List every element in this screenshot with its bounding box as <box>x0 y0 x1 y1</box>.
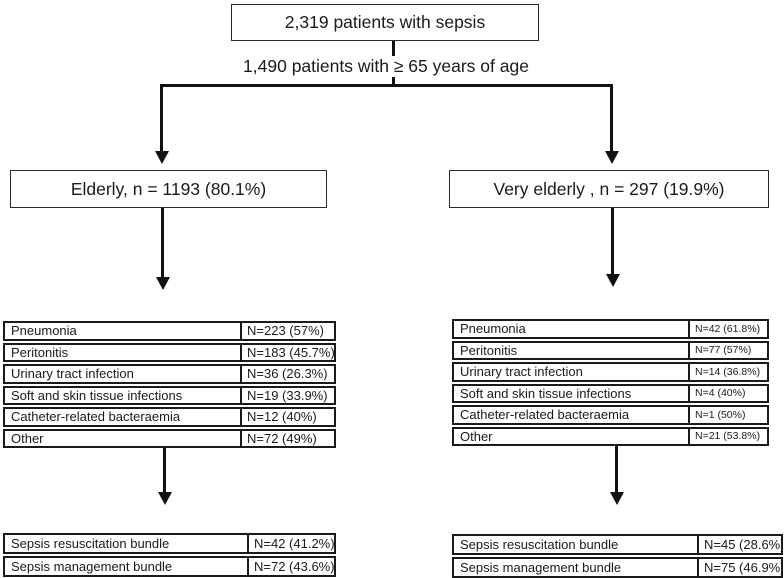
bundle-table-very-elderly: Sepsis resuscitation bundle N=45 (28.6%)… <box>452 534 783 578</box>
branch-box-very-elderly: Very elderly , n = 297 (19.9%) <box>449 170 769 208</box>
arrow-down-icon <box>155 277 170 290</box>
arrow-elderly-to-bundles-shaft <box>163 439 166 493</box>
row-label: Peritonitis <box>460 342 518 358</box>
row-value: N=12 (40%) <box>240 409 334 425</box>
row-value: N=72 (49%) <box>240 430 334 446</box>
table-row: Catheter-related bacteraemia N=12 (40%) <box>3 407 336 427</box>
branch-elderly-label: Elderly, n = 1193 (80.1%) <box>70 178 267 199</box>
row-label: Pneumonia <box>11 323 77 339</box>
connector-left-drop <box>160 84 163 152</box>
row-value: N=223 (57%) <box>240 323 334 339</box>
bundle-table-elderly: Sepsis resuscitation bundle N=42 (41.2%)… <box>3 533 336 578</box>
branch-box-elderly: Elderly, n = 1193 (80.1%) <box>10 170 327 208</box>
table-row: Sepsis resuscitation bundle N=45 (28.6%) <box>452 534 783 555</box>
branch-very-elderly-label: Very elderly , n = 297 (19.9%) <box>493 178 725 199</box>
row-label: Other <box>11 430 44 446</box>
row-label: Sepsis management bundle <box>11 559 173 574</box>
arrow-down-icon <box>609 492 624 505</box>
row-value: N=36 (26.3%) <box>240 366 334 382</box>
connector-branch-bar <box>160 84 613 87</box>
row-label: Catheter-related bacteraemia <box>460 407 630 423</box>
row-value: N=183 (45.7%) <box>240 344 334 360</box>
row-value: N=42 (61.8%) <box>688 321 767 337</box>
table-row: Urinary tract infection N=36 (26.3%) <box>3 364 336 384</box>
row-label: Sepsis resuscitation bundle <box>11 536 170 551</box>
row-label: Soft and skin tissue infections <box>460 385 632 401</box>
table-row: Pneumonia N=42 (61.8%) <box>452 319 769 339</box>
arrow-down-icon <box>604 151 619 164</box>
age-filter-label: 1,490 patients with ≥ 65 years of age <box>240 56 532 77</box>
table-row: Peritonitis N=77 (57%) <box>452 340 769 360</box>
row-label: Peritonitis <box>11 344 69 360</box>
table-row: Sepsis resuscitation bundle N=42 (41.2%) <box>3 533 336 554</box>
row-label: Other <box>460 428 493 444</box>
infection-table-very-elderly: Pneumonia N=42 (61.8%) Peritonitis N=77 … <box>452 319 769 448</box>
row-value: N=21 (53.8%) <box>688 428 767 444</box>
row-value: N=77 (57%) <box>688 342 767 358</box>
table-row: Sepsis management bundle N=72 (43.6%) <box>3 556 336 577</box>
table-row: Sepsis management bundle N=75 (46.9%) <box>452 557 783 578</box>
table-row: Other N=72 (49%) <box>3 428 336 448</box>
row-label: Sepsis resuscitation bundle <box>460 537 619 552</box>
arrow-down-icon <box>157 492 172 505</box>
row-value: N=42 (41.2%) <box>247 535 334 552</box>
arrow-down-icon <box>605 274 620 287</box>
table-row: Catheter-related bacteraemia N=1 (50%) <box>452 405 769 425</box>
infection-table-elderly: Pneumonia N=223 (57%) Peritonitis N=183 … <box>3 321 336 450</box>
row-value: N=75 (46.9%) <box>697 559 781 576</box>
arrow-very-elderly-to-infections-shaft <box>611 208 614 275</box>
arrow-very-elderly-to-bundles-shaft <box>615 437 618 493</box>
arrow-elderly-to-infections-shaft <box>161 208 164 278</box>
arrow-down-icon <box>154 151 169 164</box>
table-row: Other N=21 (53.8%) <box>452 426 769 446</box>
row-label: Urinary tract infection <box>11 366 134 382</box>
row-label: Catheter-related bacteraemia <box>11 409 181 425</box>
row-value: N=4 (40%) <box>688 385 767 401</box>
table-row: Urinary tract infection N=14 (36.8%) <box>452 362 769 382</box>
table-row: Pneumonia N=223 (57%) <box>3 321 336 341</box>
root-box-total-patients: 2,319 patients with sepsis <box>231 4 539 41</box>
row-label: Urinary tract infection <box>460 364 583 380</box>
row-label: Soft and skin tissue infections <box>11 387 183 403</box>
table-row: Soft and skin tissue infections N=4 (40%… <box>452 383 769 403</box>
connector-right-drop <box>610 84 613 152</box>
row-value: N=45 (28.6%) <box>697 536 781 553</box>
row-label: Sepsis management bundle <box>460 560 622 575</box>
table-row: Peritonitis N=183 (45.7%) <box>3 342 336 362</box>
row-value: N=19 (33.9%) <box>240 387 334 403</box>
row-value: N=72 (43.6%) <box>247 558 334 575</box>
row-value: N=1 (50%) <box>688 407 767 423</box>
root-box-label: 2,319 patients with sepsis <box>284 12 486 32</box>
table-row: Soft and skin tissue infections N=19 (33… <box>3 385 336 405</box>
row-label: Pneumonia <box>460 321 526 337</box>
row-value: N=14 (36.8%) <box>688 364 767 380</box>
